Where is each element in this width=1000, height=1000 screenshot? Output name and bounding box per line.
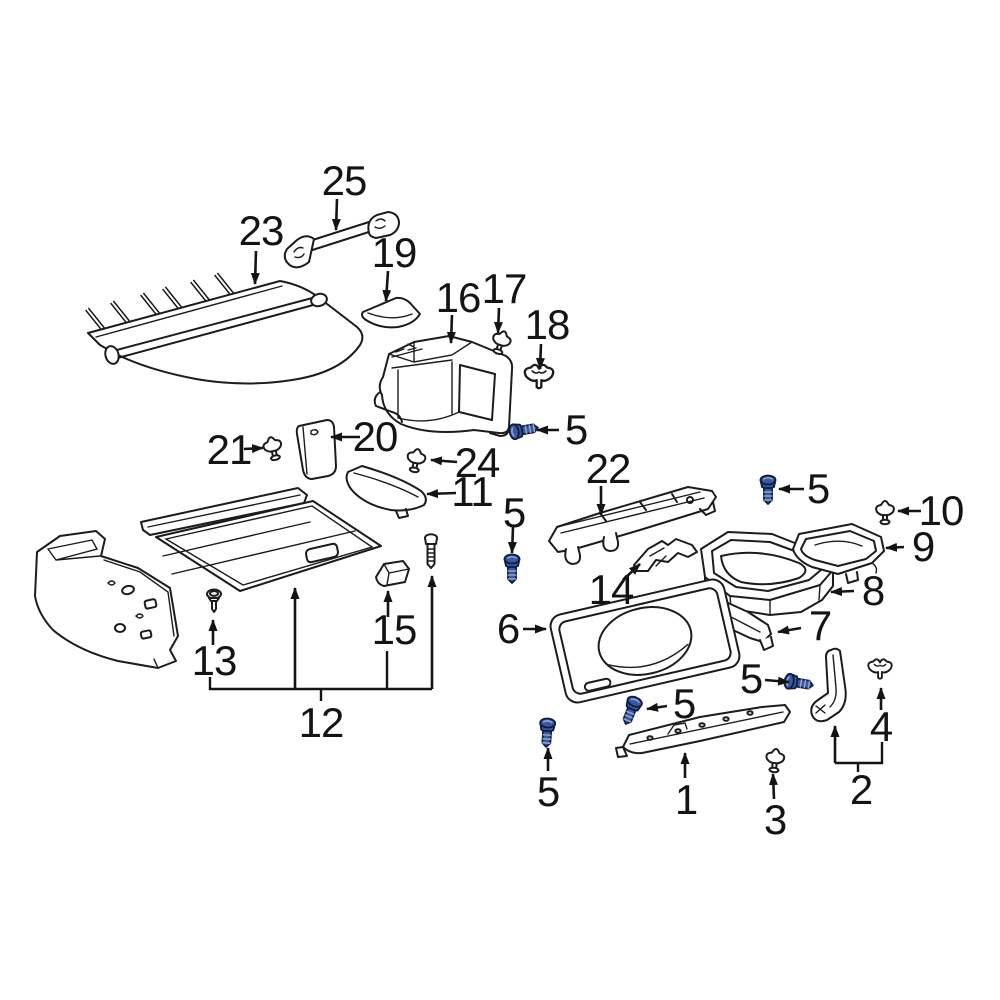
callout-10: 10 — [918, 487, 965, 534]
part-16-wheelhouse-trim-drawing — [373, 335, 514, 437]
part-6-spare-cover-drawing — [549, 578, 741, 704]
callout-12: 12 — [298, 699, 345, 746]
callout-16: 16 — [435, 274, 482, 321]
callout-6: 6 — [496, 605, 520, 652]
part-5-screw-drawing — [503, 553, 521, 584]
callout-25: 25 — [321, 157, 368, 204]
part-5-screw-drawing — [617, 693, 645, 728]
part-19-corner-trim-drawing — [361, 296, 421, 329]
part-10-clip-drawing — [875, 500, 895, 526]
part-1-sill-strip-drawing — [615, 704, 791, 758]
callout-15: 15 — [371, 606, 418, 653]
part-9-tray-drawing — [792, 523, 885, 584]
side-trim-panel-drawing — [34, 530, 179, 669]
part-20-panel-drawing — [295, 419, 337, 480]
callout-2: 2 — [849, 766, 873, 813]
group-bracket-2 — [830, 725, 884, 772]
callout-18: 18 — [524, 301, 571, 348]
callout-14: 14 — [588, 566, 635, 613]
part-5-screw-drawing — [759, 474, 777, 505]
callout-5f: 5 — [536, 768, 560, 815]
part-12-deck-board-drawing — [140, 487, 382, 592]
callout-9: 9 — [911, 523, 935, 570]
group-bracket-12 — [208, 575, 437, 701]
part-25-brace-drawing — [283, 211, 400, 269]
part-4-clip-drawing — [867, 658, 893, 680]
callout-22: 22 — [585, 445, 632, 492]
callout-13: 13 — [191, 637, 238, 684]
part-5-screw-drawing — [537, 717, 557, 749]
callout-11: 11 — [451, 468, 494, 515]
callout-5c: 5 — [502, 489, 526, 536]
callout-5b: 5 — [806, 465, 830, 512]
part-14-bracket-drawing — [633, 538, 698, 572]
part-11-trim-drawing — [345, 465, 427, 519]
callout-20: 20 — [352, 413, 399, 460]
callout-3: 3 — [763, 796, 787, 843]
callout-17: 17 — [481, 265, 528, 312]
part-2-corner-trim-drawing — [810, 647, 847, 723]
callout-7: 7 — [808, 602, 832, 649]
callout-23: 23 — [238, 207, 285, 254]
part-13-rivet-drawing — [206, 588, 222, 613]
part-21-clip-drawing — [260, 434, 286, 463]
callout-1: 1 — [674, 776, 698, 823]
callout-24: 24 — [454, 439, 501, 486]
callout-arrows — [208, 198, 921, 800]
part-3-clip-drawing — [763, 747, 787, 775]
part-5-screw-drawing — [507, 419, 540, 441]
callout-8: 8 — [861, 567, 885, 614]
part-24-clip-drawing — [404, 446, 428, 475]
part-15-hook-drawing — [375, 560, 410, 587]
callout-5e: 5 — [739, 655, 763, 702]
callout-5d: 5 — [672, 680, 696, 727]
part-12-screw-drawing — [424, 533, 438, 569]
callout-4: 4 — [869, 703, 893, 750]
callout-5a: 5 — [564, 406, 588, 453]
callout-19: 19 — [371, 229, 418, 276]
part-23-cargo-cover-drawing — [85, 272, 364, 385]
callout-21: 21 — [206, 426, 253, 473]
